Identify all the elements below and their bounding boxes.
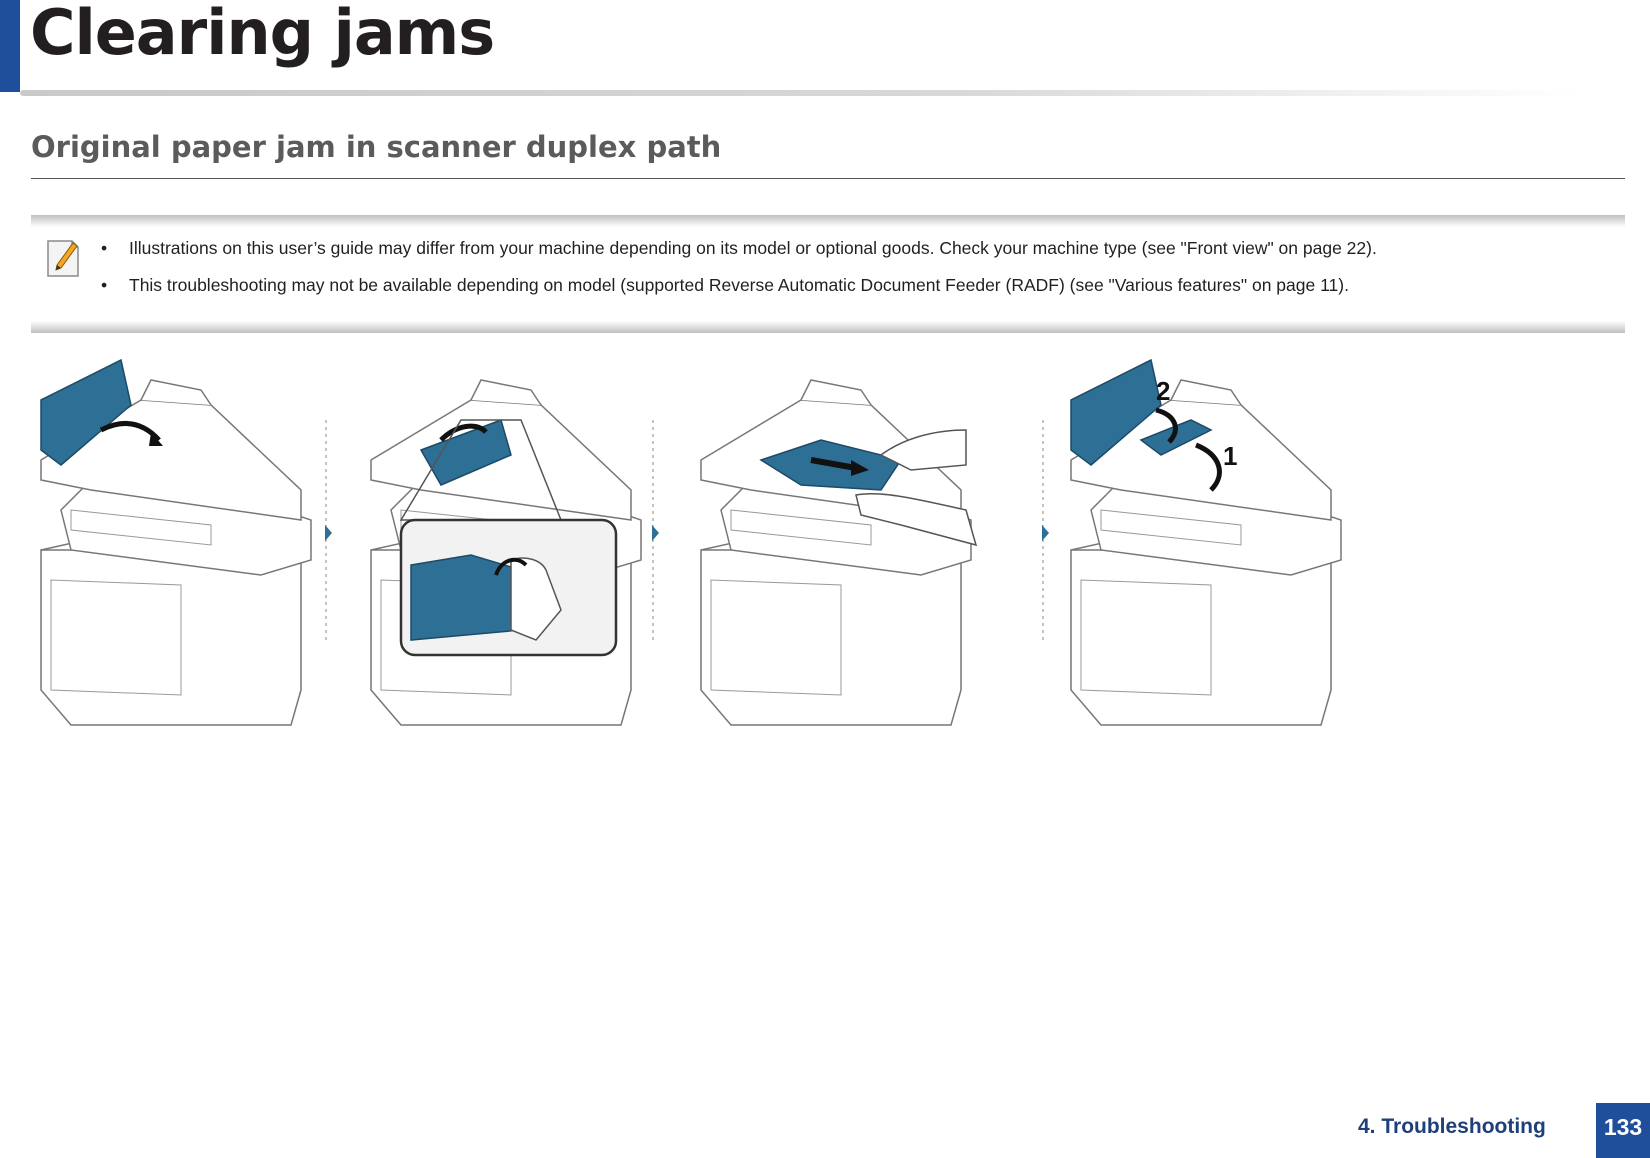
note-top-border [31, 215, 1625, 227]
title-divider [20, 90, 1580, 96]
note-item-text: Illustrations on this user’s guide may d… [129, 238, 1377, 258]
step-label-one: 1 [1223, 441, 1237, 471]
pencil-note-icon [45, 237, 81, 279]
section-divider [31, 178, 1625, 179]
step-2-illustration [371, 380, 641, 725]
page-number: 133 [1596, 1103, 1650, 1158]
step-arrow-icon [652, 525, 659, 541]
footer-section-label: 4. Troubleshooting [1358, 1115, 1546, 1139]
note-bullet: • [101, 237, 107, 259]
jam-clearing-illustration: 2 1 [31, 350, 1431, 750]
step-3-illustration [701, 380, 976, 725]
section-title: Original paper jam in scanner duplex pat… [31, 130, 721, 164]
chapter-title: Clearing jams [30, 0, 494, 69]
note-item: • Illustrations on this user’s guide may… [101, 237, 1377, 274]
step-arrow-icon [325, 525, 332, 541]
step-label-two: 2 [1156, 376, 1170, 406]
note-bullet: • [101, 274, 107, 296]
step-arrow-icon [1042, 525, 1049, 541]
step-4-illustration: 2 1 [1071, 360, 1341, 725]
note-list: • Illustrations on this user’s guide may… [101, 237, 1377, 311]
chapter-accent-bar [0, 0, 20, 92]
note-bottom-border [31, 321, 1625, 333]
step-1-illustration [41, 360, 311, 725]
note-box: • Illustrations on this user’s guide may… [31, 215, 1625, 333]
note-item: • This troubleshooting may not be availa… [101, 274, 1377, 311]
note-item-text: This troubleshooting may not be availabl… [129, 275, 1349, 295]
